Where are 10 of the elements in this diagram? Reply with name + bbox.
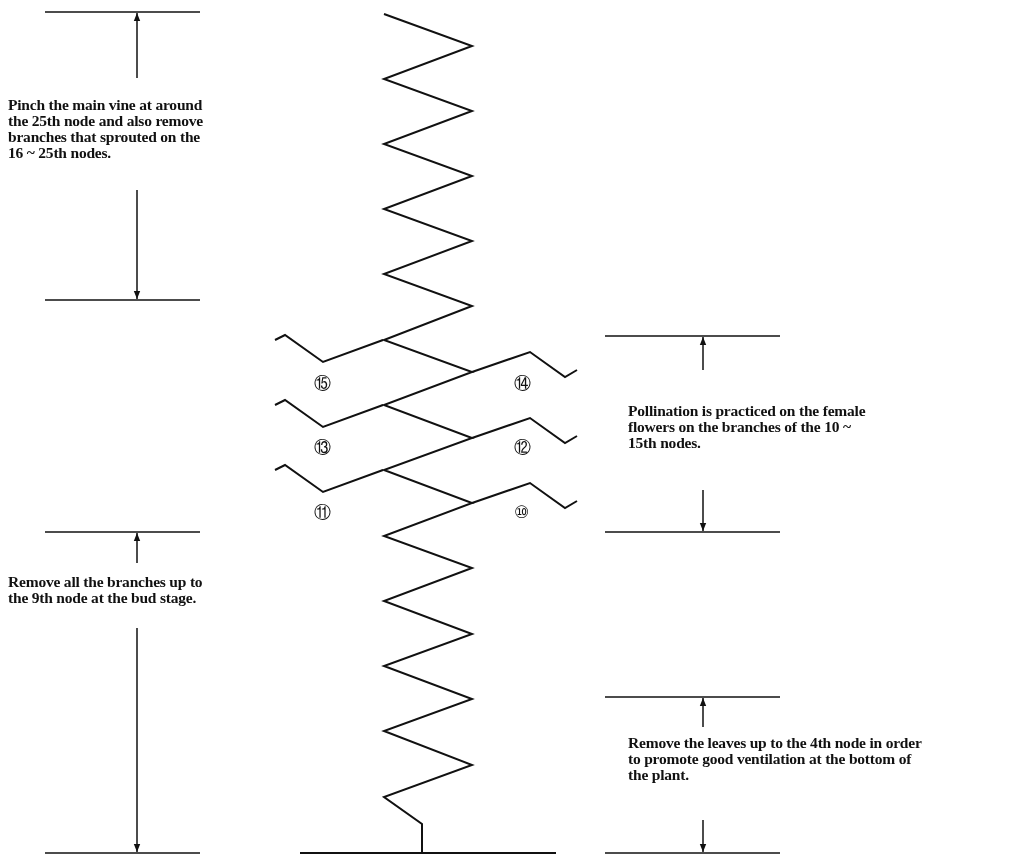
- node-number: ⑬: [314, 438, 331, 456]
- node-number: ⑭: [514, 374, 531, 392]
- annotation-text: Remove the leaves up to the 4th node in order to promote good ventilation at the bottom of the plant.: [628, 735, 923, 783]
- annotation-text: Remove all the branches up to the 9th node at the bud stage.: [8, 574, 204, 606]
- node-number: ⑮: [314, 374, 331, 392]
- node-number: ⑫: [514, 438, 531, 456]
- annotation-text: Pollination is practiced on the female flowers on the branches of the 10 ~ 15th nodes.: [628, 403, 867, 451]
- node-number: ⑪: [314, 503, 331, 521]
- node-number: ⑩: [514, 503, 530, 521]
- annotation-text: Pinch the main vine at around the 25th node and also remove branches that sprouted on the 16 ~ 25th nodes.: [8, 97, 204, 161]
